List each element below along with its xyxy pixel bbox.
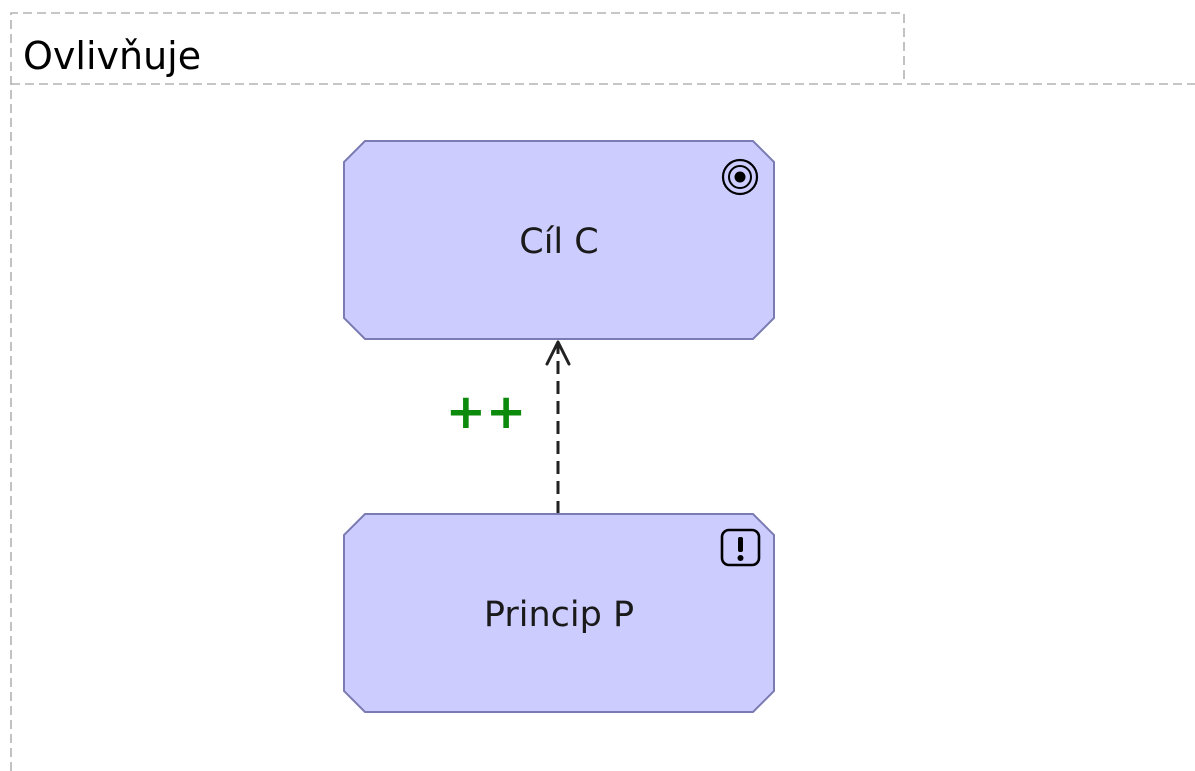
principle-element[interactable]: Princip P: [343, 513, 775, 713]
goal-target-icon: [721, 158, 759, 196]
goal-label: Cíl C: [519, 222, 598, 262]
principle-shape[interactable]: [343, 513, 775, 713]
frame-title-tab: [10, 12, 905, 771]
principle-exclamation-icon: [720, 528, 761, 567]
frame: Ovlivňuje: [10, 12, 1195, 771]
goal-element[interactable]: Cíl C: [343, 140, 775, 340]
principle-label: Princip P: [484, 595, 634, 635]
relation-influence[interactable]: ++: [446, 340, 571, 514]
frame-title: Ovlivňuje: [23, 34, 201, 78]
goal-shape[interactable]: [343, 140, 775, 340]
relation-label: ++: [446, 384, 526, 440]
arrow-head: [545, 340, 571, 366]
